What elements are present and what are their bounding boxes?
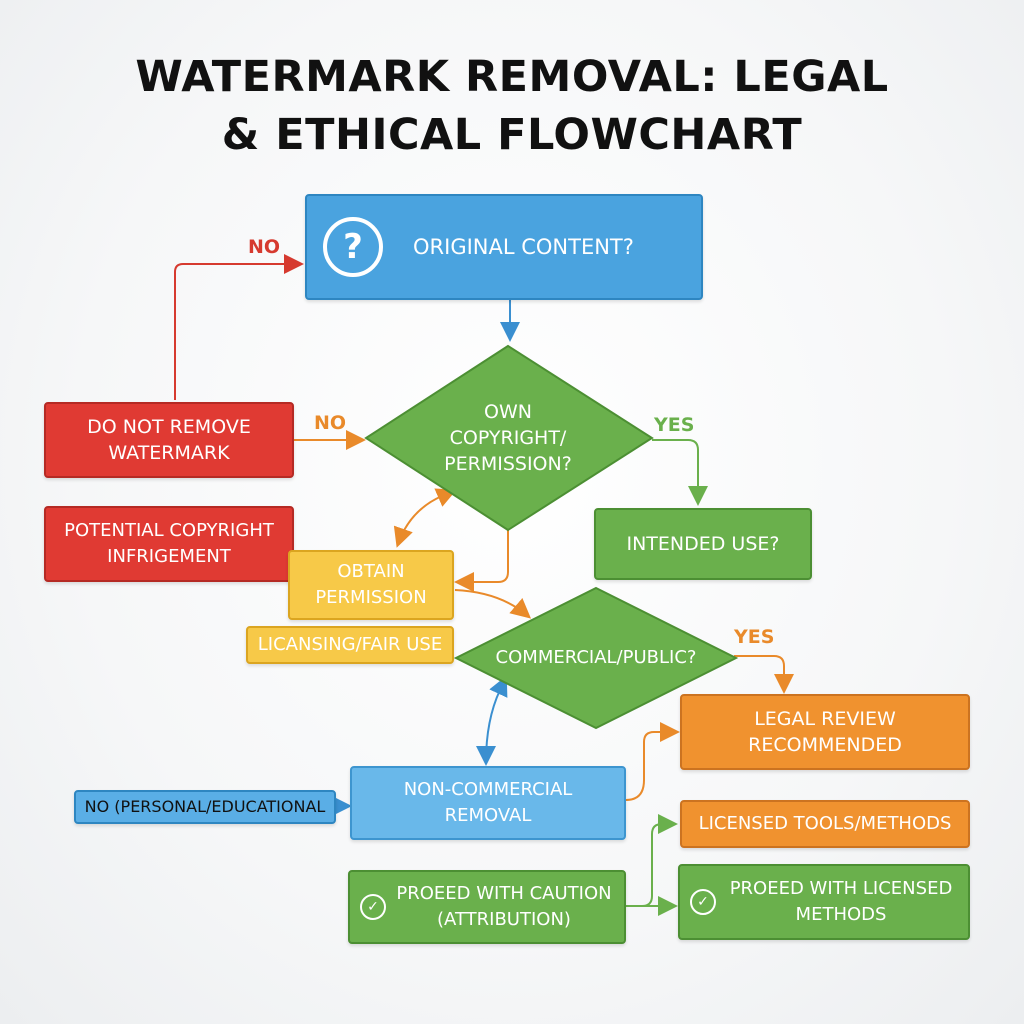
edge-yes-intended xyxy=(652,439,708,506)
no-personal-educational-label: NO (PERSONAL/EDUCATIONAL xyxy=(84,797,326,816)
edge-label-yes-right: YES xyxy=(654,414,695,436)
page-title: WATERMARK REMOVAL: LEGAL & ETHICAL FLOWC… xyxy=(0,48,1024,164)
edge-label-no-left: NO xyxy=(314,412,347,434)
do-not-remove-label: DO NOT REMOVE WATERMARK xyxy=(87,416,251,464)
legal-review-box: LEGAL REVIEW RECOMMENDED xyxy=(680,694,970,770)
own-copyright-label: OWN COPYRIGHT/ PERMISSION? xyxy=(430,388,586,488)
licensed-tools-box: LICENSED TOOLS/METHODS xyxy=(680,800,970,848)
edge-no-top xyxy=(174,254,304,400)
obtain-permission-box: OBTAIN PERMISSION xyxy=(288,550,454,620)
check-circle-icon: ✓ xyxy=(690,889,716,915)
intended-use-box: INTENDED USE? xyxy=(594,508,812,580)
title-line-1: WATERMARK REMOVAL: LEGAL xyxy=(135,52,889,102)
title-line-2: & ETHICAL FLOWCHART xyxy=(221,110,803,160)
check-circle-icon: ✓ xyxy=(360,894,386,920)
legal-review-label: LEGAL REVIEW RECOMMENDED xyxy=(748,708,902,756)
edge-label-no-top: NO xyxy=(248,236,281,258)
proceed-licensed-label: PROEED WITH LICENSED METHODS xyxy=(729,878,953,925)
edge-own-down xyxy=(454,530,509,592)
edge-label-yes-commercial: YES xyxy=(734,626,775,648)
diamond-commercial-public xyxy=(453,586,739,730)
edge-commercial-noncommercial xyxy=(476,675,508,766)
licensing-fair-use-pill: LICANSING/FAIR USE xyxy=(246,626,454,664)
potential-infringement-box: POTENTIAL COPYRIGHT INFRIGEMENT xyxy=(44,506,294,582)
edge-yes-legal xyxy=(734,655,794,694)
edge-obtain-commercial xyxy=(454,589,532,619)
non-commercial-removal-label: NON-COMMERCIAL REMOVAL xyxy=(403,779,573,826)
proceed-caution-box: ✓ PROEED WITH CAUTION (ATTRIBUTION) xyxy=(348,870,626,944)
original-content-box: ? ORIGINAL CONTENT? xyxy=(305,194,703,300)
question-circle-icon: ? xyxy=(323,217,383,277)
non-commercial-removal-box: NON-COMMERCIAL REMOVAL xyxy=(350,766,626,840)
edge-own-obtain xyxy=(393,488,457,548)
own-copyright-text: OWN COPYRIGHT/ PERMISSION? xyxy=(444,401,572,475)
licensing-fair-use-label: LICANSING/FAIR USE xyxy=(257,634,443,655)
commercial-public-text: COMMERCIAL/PUBLIC? xyxy=(495,647,697,668)
edge-noncommercial-legal xyxy=(625,722,680,801)
diamond-own-copyright xyxy=(364,344,654,532)
commercial-public-label: COMMERCIAL/PUBLIC? xyxy=(470,640,722,676)
intended-use-label: INTENDED USE? xyxy=(626,533,780,555)
no-personal-educational-pill: NO (PERSONAL/EDUCATIONAL xyxy=(74,790,336,824)
do-not-remove-box: DO NOT REMOVE WATERMARK xyxy=(44,402,294,478)
potential-infringement-label: POTENTIAL COPYRIGHT INFRIGEMENT xyxy=(64,520,274,567)
edge-caution-tools xyxy=(626,814,678,907)
proceed-caution-label: PROEED WITH CAUTION (ATTRIBUTION) xyxy=(396,883,612,930)
original-content-label: ORIGINAL CONTENT? xyxy=(413,235,634,259)
licensed-tools-label: LICENSED TOOLS/METHODS xyxy=(698,813,952,834)
obtain-permission-label: OBTAIN PERMISSION xyxy=(315,561,427,608)
proceed-licensed-box: ✓ PROEED WITH LICENSED METHODS xyxy=(678,864,970,940)
